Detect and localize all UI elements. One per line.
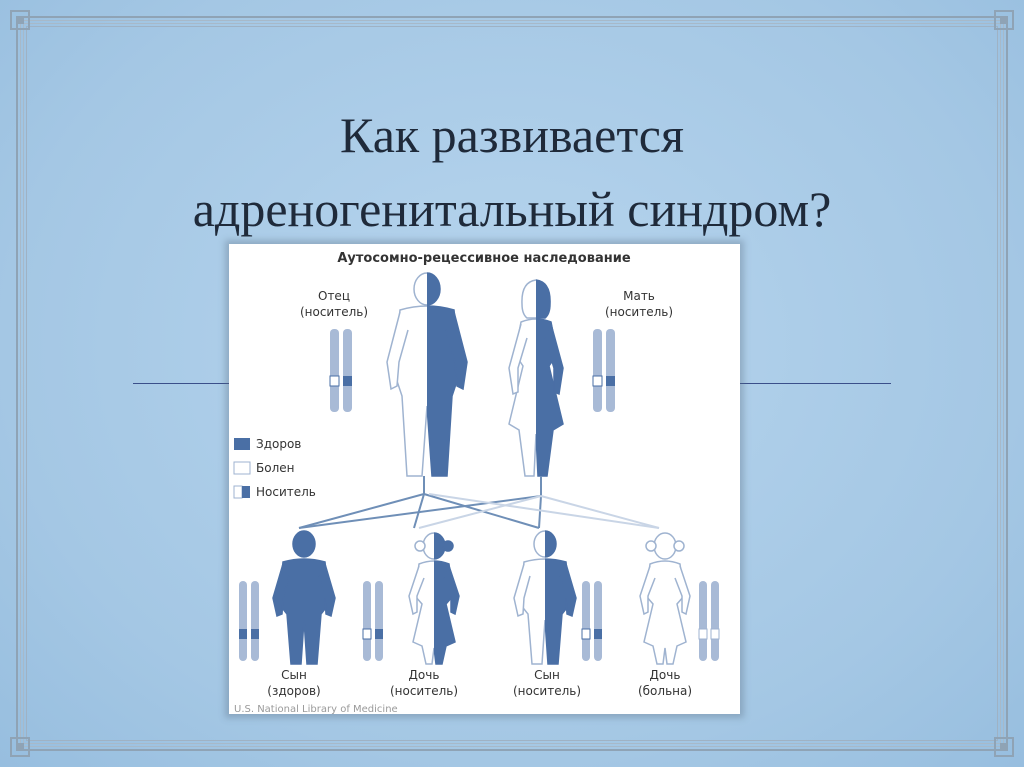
child-4-status: (больна) — [638, 684, 692, 698]
figure-heading: Аутосомно-рецессивное наследование — [337, 251, 630, 266]
inheritance-figure: Аутосомно-рецессивное наследование Отец … — [229, 244, 740, 714]
slide-title: Как развивается адреногенитальный синдро… — [0, 98, 1024, 246]
ornament-corner-icon — [992, 8, 1016, 32]
legend-label-healthy: Здоров — [256, 437, 301, 451]
chromosome-pair-icon — [362, 581, 383, 661]
child-3-status: (носитель) — [513, 684, 581, 698]
ornament-corner-icon — [8, 8, 32, 32]
child-1-status: (здоров) — [267, 684, 320, 698]
child-4-label: Дочь — [650, 668, 681, 682]
male-figure-icon — [513, 530, 577, 665]
figure-credit: U.S. National Library of Medicine — [234, 704, 398, 714]
legend-swatch-affected — [233, 461, 251, 475]
divider-left — [133, 383, 233, 384]
chromosome-pair-icon — [329, 329, 352, 412]
slide-title-line-1: Как развивается — [340, 107, 684, 163]
chromosome-pair-icon — [698, 581, 720, 661]
chromosome-pair-icon — [592, 329, 615, 412]
slide-title-line-2: адреногенитальный синдром? — [192, 181, 832, 237]
inheritance-connectors — [298, 476, 660, 529]
divider-right — [738, 383, 891, 384]
father-label: Отец — [318, 289, 350, 303]
female-figure-icon — [639, 532, 691, 665]
legend: Здоров Болен Носитель — [233, 437, 316, 499]
father-status: (носитель) — [300, 305, 368, 319]
chromosome-pair-icon — [239, 581, 259, 661]
chromosome-pair-icon — [581, 581, 602, 661]
female-figure-icon — [408, 532, 460, 665]
decorative-frame-outer — [16, 16, 1008, 751]
ornament-corner-icon — [992, 735, 1016, 759]
ornament-corner-icon — [8, 735, 32, 759]
legend-label-carrier: Носитель — [256, 485, 316, 499]
legend-swatch-healthy — [234, 438, 250, 450]
child-3-label: Сын — [534, 668, 560, 682]
male-figure-icon — [272, 530, 336, 665]
child-2-label: Дочь — [409, 668, 440, 682]
legend-swatch-carrier-right — [242, 486, 250, 498]
mother-label: Мать — [623, 289, 655, 303]
decorative-frame-band — [20, 20, 1004, 747]
child-2-status: (носитель) — [390, 684, 458, 698]
legend-label-affected: Болен — [256, 461, 294, 475]
child-1-label: Сын — [281, 668, 307, 682]
decorative-frame-inner — [26, 26, 998, 741]
inheritance-diagram: Аутосомно-рецессивное наследование Отец … — [233, 251, 720, 714]
legend-swatch-carrier-left — [233, 485, 243, 499]
mother-status: (носитель) — [605, 305, 673, 319]
male-figure-icon — [386, 272, 468, 477]
female-figure-icon — [508, 279, 564, 477]
